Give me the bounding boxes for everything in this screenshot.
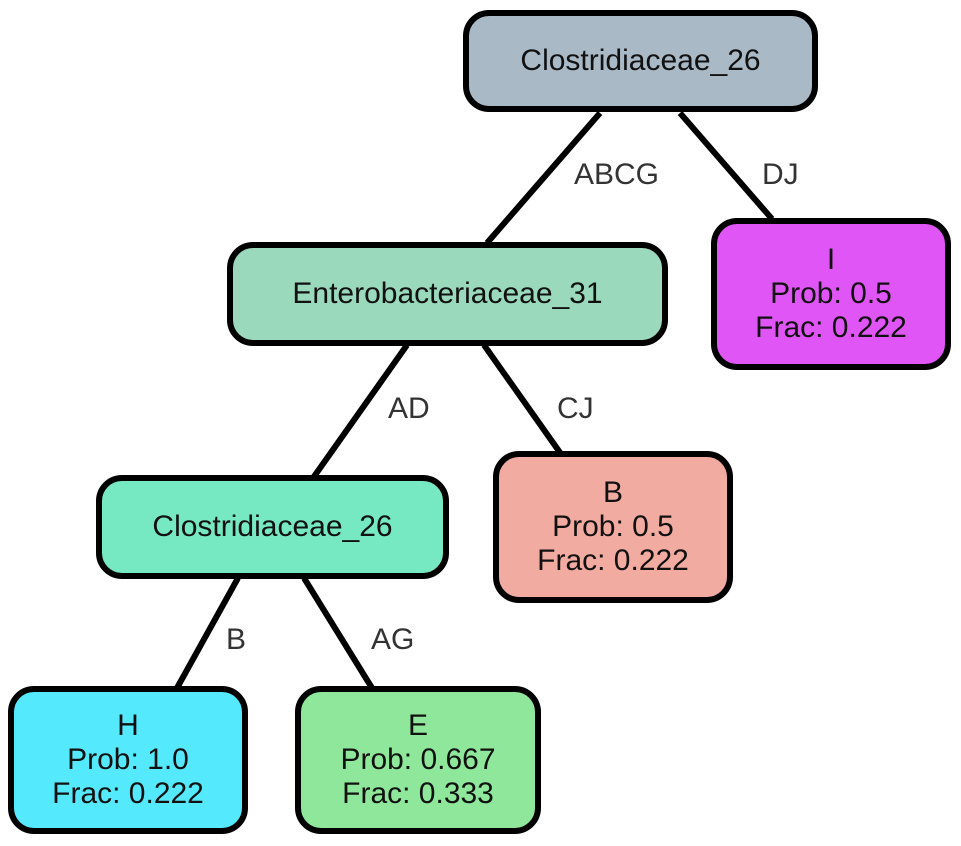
- leaf-b-label: B: [602, 476, 623, 509]
- leaf-node-h: H Prob: 1.0 Frac: 0.222: [8, 686, 248, 834]
- edge-root-i: [677, 111, 775, 221]
- leaf-b-frac: Frac: 0.222: [537, 544, 689, 577]
- n1-node-label: Enterobacteriaceae_31: [292, 277, 603, 310]
- edge-n1-b: [481, 343, 564, 456]
- leaf-b-prob: Prob: 0.5: [552, 510, 674, 543]
- leaf-h-label: H: [117, 709, 139, 742]
- n2-node-label: Clostridiaceae_26: [152, 510, 393, 543]
- root-node: Clostridiaceae_26: [463, 10, 818, 112]
- n2-node: Clostridiaceae_26: [96, 475, 449, 579]
- edge-label-root-i: DJ: [762, 158, 799, 191]
- leaf-h-prob: Prob: 1.0: [67, 743, 189, 776]
- edge-label-n1-b: CJ: [557, 392, 594, 425]
- leaf-node-b: B Prob: 0.5 Frac: 0.222: [493, 451, 733, 603]
- edge-label-root-n1: ABCG: [574, 158, 660, 191]
- leaf-i-frac: Frac: 0.222: [755, 311, 907, 344]
- root-node-label: Clostridiaceae_26: [520, 44, 761, 77]
- edge-root-n1: [484, 111, 603, 245]
- leaf-node-e: E Prob: 0.667 Frac: 0.333: [295, 686, 541, 834]
- edge-label-n1-n2: AD: [388, 392, 430, 425]
- edge-n1-n2: [310, 343, 410, 480]
- leaf-e-frac: Frac: 0.333: [342, 777, 494, 810]
- leaf-node-i: I Prob: 0.5 Frac: 0.222: [711, 218, 951, 370]
- leaf-e-label: E: [407, 709, 428, 742]
- edge-n2-e: [301, 576, 375, 690]
- edge-n2-h: [174, 576, 241, 690]
- leaf-i-label: I: [826, 243, 836, 276]
- edge-label-n2-e: AG: [371, 623, 415, 656]
- n1-node: Enterobacteriaceae_31: [227, 242, 668, 346]
- leaf-e-prob: Prob: 0.667: [340, 743, 496, 776]
- leaf-i-prob: Prob: 0.5: [770, 277, 892, 310]
- edge-label-n2-h: B: [226, 623, 247, 656]
- leaf-h-frac: Frac: 0.222: [52, 777, 204, 810]
